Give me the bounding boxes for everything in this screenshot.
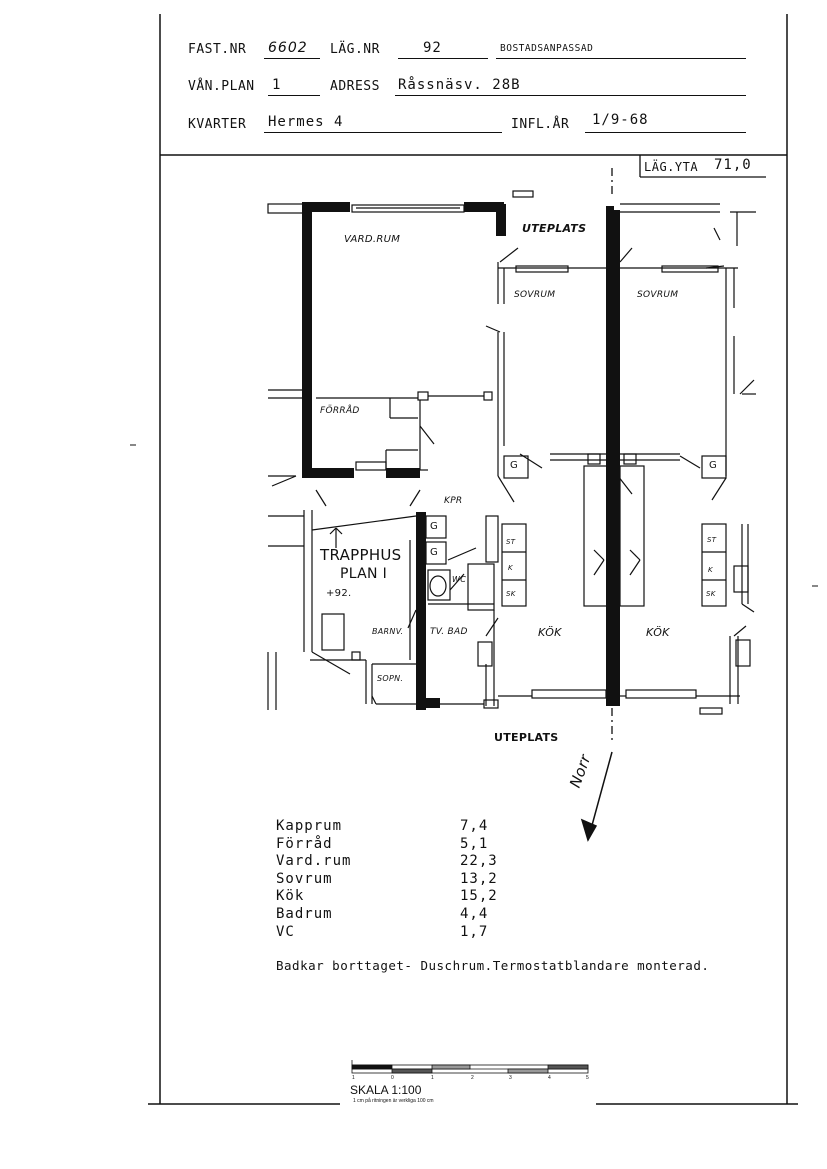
lagnr-underline [398,58,488,59]
scale-tick-label: 5 [586,1075,589,1081]
scale-tick-label: 2 [471,1075,474,1081]
room-sovrum-1: SOVRUM [514,290,556,300]
garderob-4: G [430,547,439,558]
kvarter-label: KVARTER [188,117,247,132]
renovation-note: Badkar borttaget- Duschrum.Termostatblan… [276,958,710,973]
area-room-name: Sovrum [276,870,333,887]
room-barnv: BARNV. [372,627,404,636]
area-room-value: 22,3 [460,853,498,870]
inflar-value: 1/9-68 [592,112,649,128]
lag-yta-label: LÄG.YTA [644,160,699,174]
type-underline [496,58,746,59]
area-room-value: 5,1 [460,835,489,852]
room-vardrum: VARD.RUM [344,234,401,245]
kvarter-value: Hermes 4 [268,114,344,130]
type-value: BOSTADSANPASSAD [500,43,594,54]
area-row: Kök 15,2 [276,888,536,906]
cabinet-sk-2: SK [706,590,716,598]
lagnr-label: LÄG.NR [330,42,380,57]
cabinet-st-1: ST [506,538,516,546]
room-tvbad: TV. BAD [430,627,468,637]
area-room-name: Badrum [276,906,333,922]
scale-tick-label: 3 [509,1075,512,1081]
cabinet-sk-1: SK [506,590,516,598]
vanplan-value: 1 [272,77,282,93]
room-kok-2: KÖK [646,626,670,639]
area-row: Sovrum 13,2 [276,871,536,889]
garderob-1: G [510,460,519,471]
area-row: Förråd 5,1 [276,836,536,854]
fastnr-underline [264,58,320,59]
adress-value: Råssnäsv. 28B [398,77,521,93]
room-kok-1: KÖK [538,626,562,639]
adress-underline [395,95,746,96]
area-room-value: 15,2 [460,888,498,905]
room-uteplats-bottom: UTEPLATS [494,731,559,744]
area-room-name: Vard.rum [276,853,352,870]
inflar-underline [585,132,746,133]
cabinet-st-2: ST [707,536,717,544]
scale-title: SKALA 1:100 [350,1083,422,1097]
area-room-value: 4,4 [460,906,489,922]
lag-yta-value: 71,0 [714,157,752,173]
room-uteplats-top: UTEPLATS [522,222,587,235]
north-arrow [580,751,613,842]
scale-bar [351,1060,589,1074]
room-sovrum-2: SOVRUM [637,290,679,300]
room-trapphus: TRAPPHUS [320,546,402,564]
scale-subtitle: 1 cm på ritningen är verkliga 100 cm [353,1098,434,1104]
scale-tick-label: 1 [431,1075,434,1081]
adress-label: ADRESS [330,79,380,94]
area-row: Kapprum 7,4 [276,818,536,836]
vanplan-label: VÅN.PLAN [188,79,255,94]
kvarter-underline [264,132,502,133]
area-room-name: Förråd [276,835,333,852]
room-kpr: KPR [444,496,463,506]
inflar-label: INFL.ÅR [511,117,570,132]
room-sopn: SOPN. [377,674,404,683]
lagnr-value: 92 [423,40,442,56]
cabinet-k-1: K [508,564,513,572]
area-row: Vard.rum 22,3 [276,853,536,871]
scale-tick-label: 1 [352,1075,355,1081]
area-room-value: 7,4 [460,818,489,834]
fastnr-label: FAST.NR [188,42,247,57]
garderob-3: G [430,521,439,532]
area-room-value: 1,7 [460,923,489,940]
area-room-name: Kapprum [276,818,343,834]
cabinet-k-2: K [708,566,713,574]
area-row: Badrum 4,4 [276,906,536,924]
room-level: +92. [326,588,352,599]
area-row: VC 1,7 [276,924,536,942]
room-forrad: FÖRRÅD [320,406,360,416]
vanplan-underline [268,95,320,96]
fastnr-value: 6602 [268,40,308,56]
room-wc: WC [452,575,467,584]
area-room-name: VC [276,923,295,940]
garderob-2: G [709,460,718,471]
scale-tick-label: 0 [391,1075,394,1081]
area-room-value: 13,2 [460,870,498,887]
scale-tick-label: 4 [548,1075,551,1081]
lag-yta-box [639,155,766,178]
area-room-name: Kök [276,888,305,905]
room-plan: PLAN I [340,566,387,582]
